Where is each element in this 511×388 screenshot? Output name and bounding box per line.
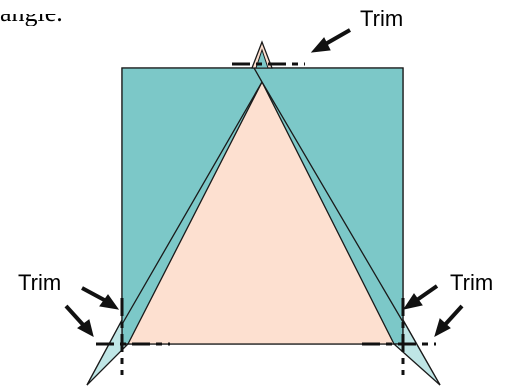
right-teal-wedge	[252, 67, 441, 386]
trim-label-left: Trim	[18, 270, 62, 295]
cropped-caption-text: angle.	[0, 0, 63, 27]
left-teal-wedge	[86, 67, 272, 386]
peach-triangle	[126, 80, 396, 345]
arrow-left-lower	[64, 304, 94, 337]
arrow-right-lower	[434, 304, 464, 338]
trim-label-top: Trim	[360, 6, 404, 31]
left-overhang-tip	[86, 319, 130, 386]
arrow-right-upper	[402, 284, 439, 310]
arrow-top	[310, 28, 351, 53]
arrow-left-upper	[81, 286, 120, 310]
trim-label-right: Trim	[450, 270, 494, 295]
